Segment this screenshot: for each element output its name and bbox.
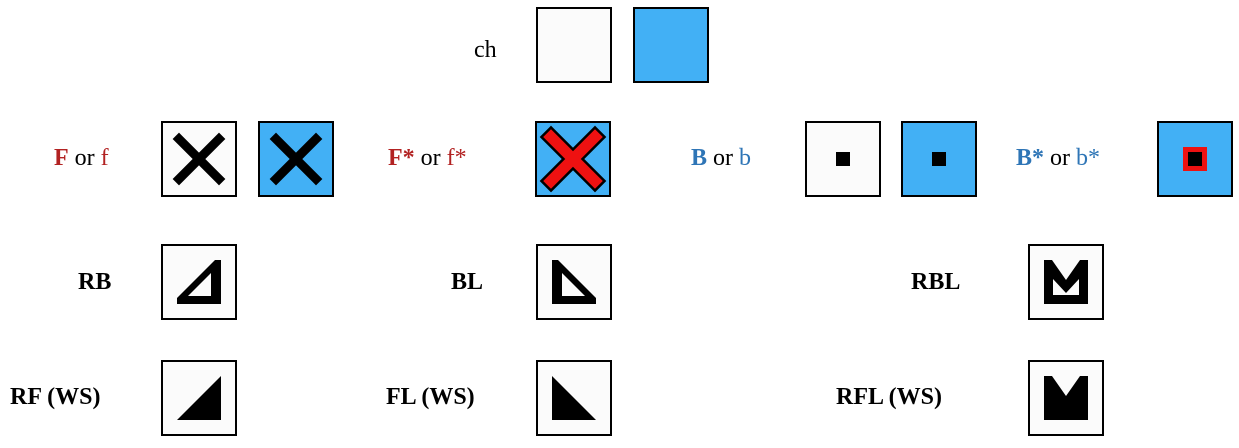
f-star-main: F*	[388, 145, 415, 171]
b-alt: b	[739, 145, 752, 171]
rfl-ws-tile	[1028, 360, 1104, 436]
ch-label: ch	[474, 37, 497, 63]
rbl-tile	[1028, 244, 1104, 320]
filled-triangle-left-bottom-icon	[552, 376, 596, 420]
f-label: F or f	[54, 144, 109, 172]
f-star-or: or	[420, 145, 441, 171]
bl-tile	[536, 244, 612, 320]
b-or: or	[713, 145, 734, 171]
b-star-alt: b*	[1076, 145, 1101, 171]
rf-ws-tile	[161, 360, 237, 436]
rb-label: RB	[78, 269, 112, 295]
rf-ws-label: RF (WS)	[10, 384, 101, 410]
f-alt: f	[100, 145, 109, 171]
filled-m-shape-icon	[1044, 376, 1088, 420]
red-dot-blue-tile	[1157, 121, 1233, 197]
dot-blue-tile	[901, 121, 977, 197]
cross-white-tile	[161, 121, 237, 197]
red-cross-blue-tile	[535, 121, 611, 197]
b-star-main: B*	[1016, 145, 1045, 171]
bl-label: BL	[451, 269, 484, 295]
f-or: or	[74, 145, 95, 171]
rbl-label: RBL	[911, 269, 961, 295]
square-dot-icon	[932, 152, 946, 166]
cross-icon	[172, 132, 226, 186]
square-dot-icon	[836, 152, 850, 166]
cross-icon	[269, 132, 323, 186]
f-star-label: F* or f*	[388, 144, 467, 172]
red-cross-icon	[539, 125, 607, 193]
rb-tile	[161, 244, 237, 320]
b-main: B	[691, 145, 708, 171]
f-star-alt: f*	[446, 145, 467, 171]
outline-triangle-left-bottom-icon	[552, 260, 596, 304]
filled-triangle-right-bottom-icon	[177, 376, 221, 420]
outline-m-shape-icon	[1044, 260, 1088, 304]
b-star-or: or	[1050, 145, 1071, 171]
b-star-label: B* or b*	[1016, 144, 1100, 172]
cross-blue-tile	[258, 121, 334, 197]
empty-white-tile	[536, 7, 612, 83]
rfl-ws-label: RFL (WS)	[836, 384, 943, 410]
fl-ws-label: FL (WS)	[386, 384, 475, 410]
empty-blue-tile	[633, 7, 709, 83]
b-label: B or b	[691, 144, 751, 172]
f-main: F	[54, 145, 69, 171]
outline-triangle-right-bottom-icon	[177, 260, 221, 304]
fl-ws-tile	[536, 360, 612, 436]
red-square-dot-icon	[1183, 147, 1207, 171]
dot-white-tile	[805, 121, 881, 197]
